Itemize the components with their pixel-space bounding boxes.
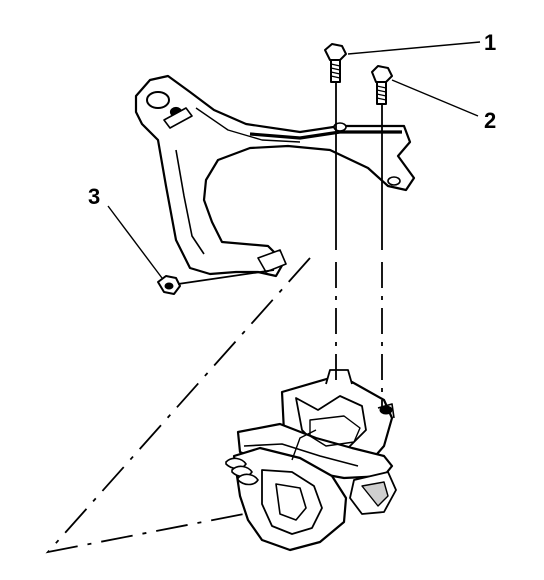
component-assembly <box>225 369 397 552</box>
bolt-icon <box>371 65 393 105</box>
callout-3: 3 <box>88 184 101 209</box>
bracket <box>134 74 416 278</box>
bolt-icon <box>324 43 347 83</box>
leader-lines <box>107 41 481 279</box>
callout-2: 2 <box>484 108 497 133</box>
nut-icon <box>157 275 181 295</box>
alignment-lines <box>45 82 383 554</box>
callout-1: 1 <box>484 30 497 55</box>
